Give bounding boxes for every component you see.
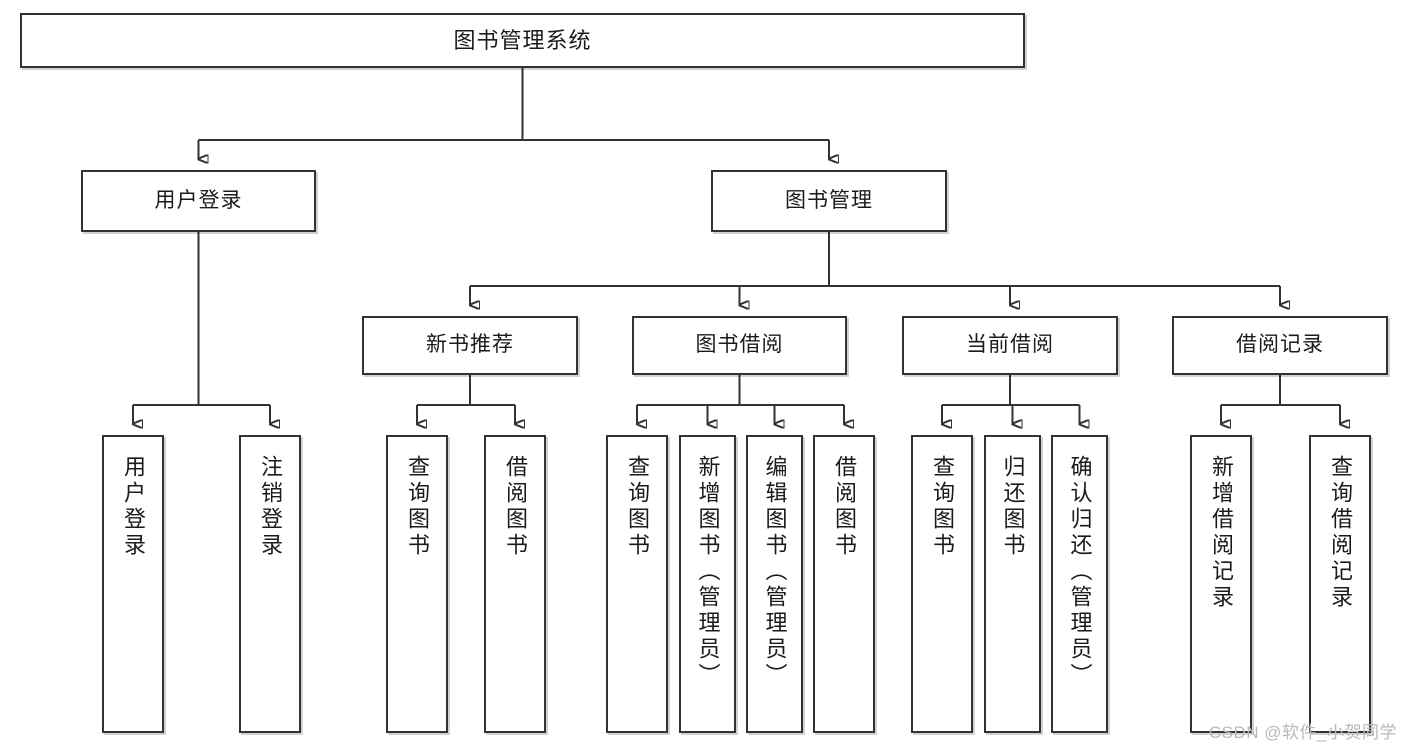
node-leaf-user-login[interactable]: 用户登录 bbox=[102, 435, 164, 733]
node-leaf-add-book[interactable]: 新增图书（管理员） bbox=[679, 435, 736, 733]
node-label: 查询借阅记录 bbox=[1328, 455, 1353, 611]
node-label: 图书管理系统 bbox=[453, 27, 592, 53]
node-leaf-confirm-ret[interactable]: 确认归还（管理员） bbox=[1051, 435, 1108, 733]
node-book-manage[interactable]: 图书管理 bbox=[711, 170, 947, 232]
node-label: 用户登录 bbox=[121, 455, 146, 559]
node-label: 用户登录 bbox=[154, 188, 243, 212]
node-label: 查询图书 bbox=[405, 455, 430, 559]
node-label: 图书借阅 bbox=[695, 333, 784, 357]
node-user-login[interactable]: 用户登录 bbox=[81, 170, 316, 232]
node-book-borrow[interactable]: 图书借阅 bbox=[632, 316, 847, 375]
node-label: 借阅图书 bbox=[832, 455, 857, 559]
node-label: 查询图书 bbox=[625, 455, 650, 559]
node-leaf-return-book[interactable]: 归还图书 bbox=[984, 435, 1041, 733]
node-leaf-borrow-book-2[interactable]: 借阅图书 bbox=[813, 435, 875, 733]
node-label: 借阅图书 bbox=[503, 455, 528, 559]
node-leaf-add-record[interactable]: 新增借阅记录 bbox=[1190, 435, 1252, 733]
node-label: 新增借阅记录 bbox=[1209, 455, 1234, 611]
node-label: 图书管理 bbox=[785, 188, 873, 212]
node-current-borrow[interactable]: 当前借阅 bbox=[902, 316, 1118, 375]
node-label: 新书推荐 bbox=[426, 333, 514, 357]
node-leaf-borrow-book-1[interactable]: 借阅图书 bbox=[484, 435, 546, 733]
node-new-book-rec[interactable]: 新书推荐 bbox=[362, 316, 578, 375]
node-label: 当前借阅 bbox=[966, 333, 1054, 357]
node-root[interactable]: 图书管理系统 bbox=[20, 13, 1025, 68]
node-label: 新增图书（管理员） bbox=[695, 455, 721, 689]
node-label: 归还图书 bbox=[1000, 455, 1026, 559]
node-leaf-query-record[interactable]: 查询借阅记录 bbox=[1309, 435, 1371, 733]
node-leaf-query-book-3[interactable]: 查询图书 bbox=[911, 435, 973, 733]
node-leaf-query-book-1[interactable]: 查询图书 bbox=[386, 435, 448, 733]
node-label: 编辑图书（管理员） bbox=[762, 455, 788, 689]
node-label: 借阅记录 bbox=[1236, 333, 1324, 357]
node-leaf-logout[interactable]: 注销登录 bbox=[239, 435, 301, 733]
node-label: 注销登录 bbox=[258, 455, 283, 559]
node-leaf-edit-book[interactable]: 编辑图书（管理员） bbox=[746, 435, 803, 733]
node-label: 查询图书 bbox=[930, 455, 955, 559]
node-borrow-record[interactable]: 借阅记录 bbox=[1172, 316, 1388, 375]
watermark: CSDN @软件_小贺同学 bbox=[1208, 723, 1397, 742]
node-label: 确认归还（管理员） bbox=[1067, 455, 1093, 689]
node-leaf-query-book-2[interactable]: 查询图书 bbox=[606, 435, 668, 733]
